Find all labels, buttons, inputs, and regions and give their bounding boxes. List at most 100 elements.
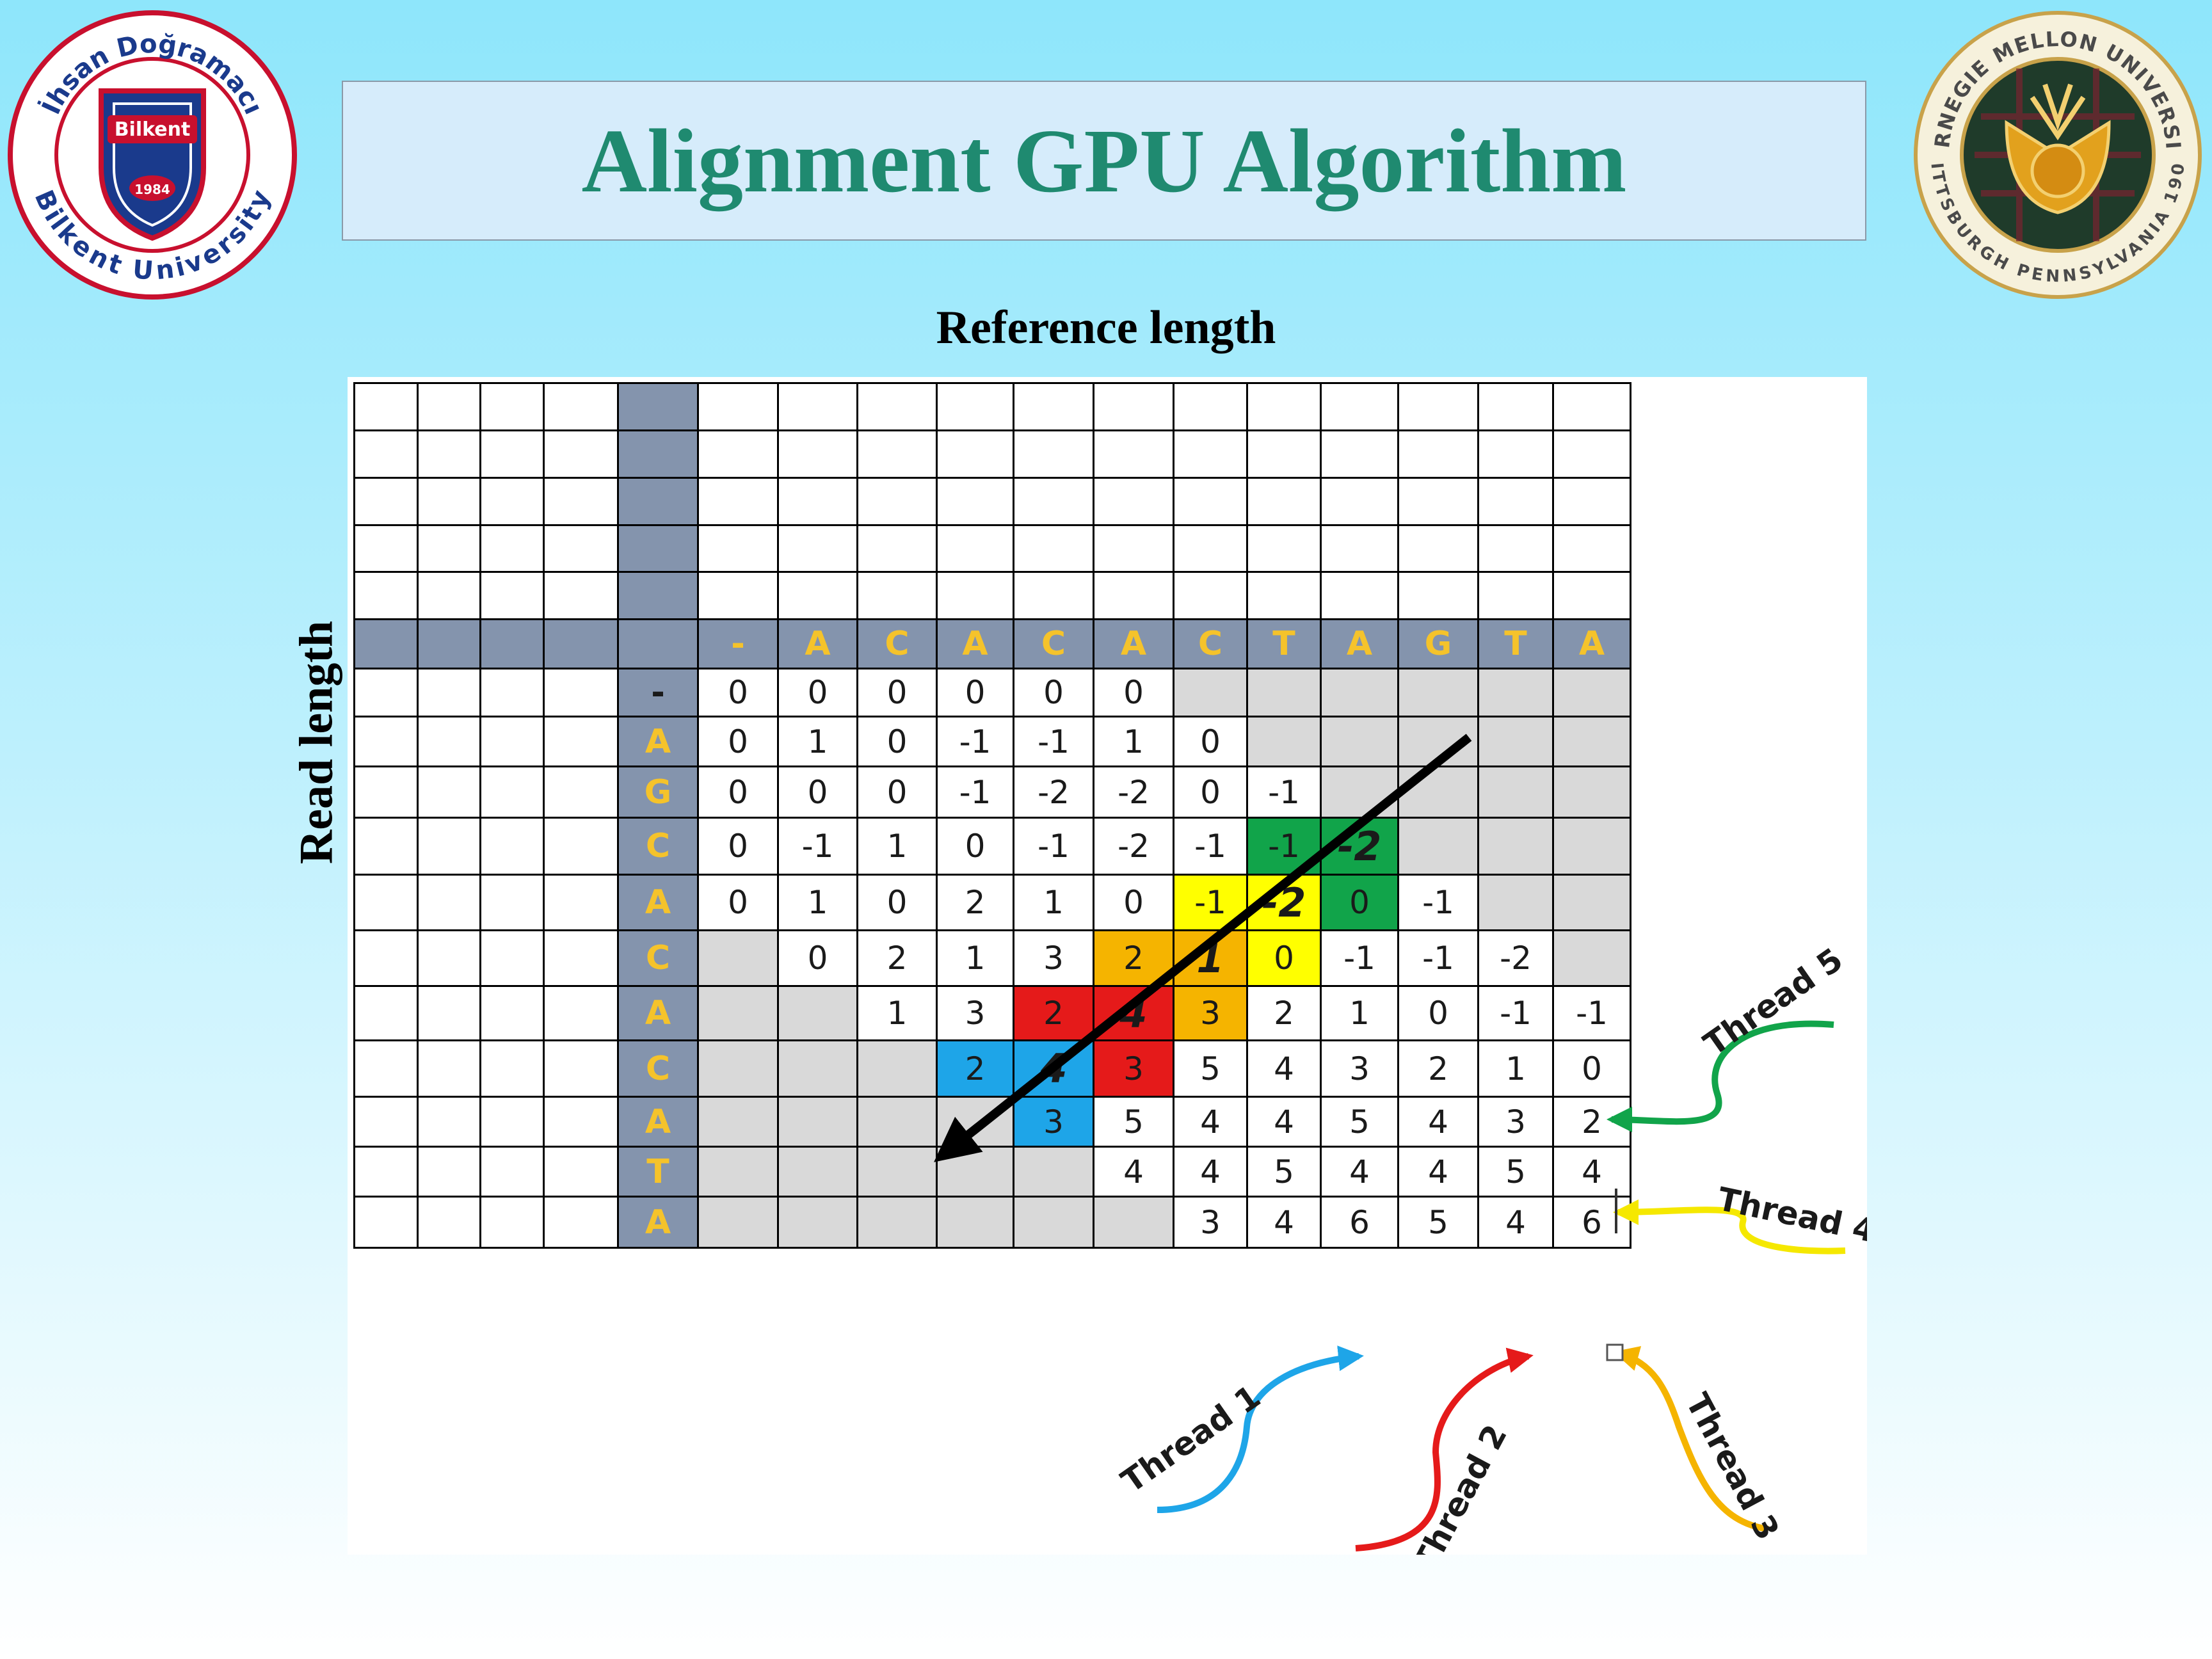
score-cell: 5: [1173, 1039, 1248, 1098]
empty-cell: [417, 668, 481, 717]
empty-cell: [1246, 571, 1322, 620]
title-banner: Alignment GPU Algorithm: [342, 81, 1866, 241]
empty-cell: [856, 382, 938, 431]
score-cell: [1397, 817, 1479, 876]
score-cell: [1320, 765, 1399, 819]
thread-2-label: Thread 2: [1406, 1419, 1514, 1555]
empty-cell: [1093, 524, 1174, 573]
empty-cell: [1477, 477, 1554, 526]
empty-cell: [936, 382, 1014, 431]
score-cell: 4: [1397, 1096, 1479, 1148]
empty-cell: [697, 524, 779, 573]
empty-cell: [543, 874, 619, 931]
score-cell: [697, 1039, 779, 1098]
score-cell: [1246, 716, 1322, 767]
empty-cell: [543, 1146, 619, 1198]
score-cell: 4: [1093, 1146, 1174, 1198]
empty-cell: [417, 571, 481, 620]
empty-cell: [479, 1196, 545, 1249]
score-cell: 6: [1320, 1196, 1399, 1249]
score-cell: -1: [1477, 985, 1554, 1041]
score-cell: [1552, 716, 1631, 767]
empty-cell: [1552, 477, 1631, 526]
score-cell: 1: [777, 874, 858, 931]
reference-base-6: C: [1173, 618, 1248, 669]
empty-cell: [1552, 429, 1631, 479]
score-cell: [1397, 765, 1479, 819]
reference-base-4: C: [1013, 618, 1094, 669]
score-cell: 1: [856, 817, 938, 876]
score-cell: [777, 1196, 858, 1249]
empty-cell: [1397, 477, 1479, 526]
thread-2-annotation: Thread 2: [1355, 1347, 1534, 1555]
score-cell: [1477, 817, 1554, 876]
empty-cell: [1093, 571, 1174, 620]
read-base-3: C: [617, 817, 699, 876]
score-cell: [697, 985, 779, 1041]
score-cell: -1: [936, 716, 1014, 767]
empty-cell: [417, 382, 481, 431]
empty-cell: [1552, 382, 1631, 431]
score-cell: 0: [856, 668, 938, 717]
header-cell: [617, 524, 699, 573]
header-cell: [617, 571, 699, 620]
thread-4-annotation: Thread 4: [1613, 1180, 1867, 1254]
score-cell: 0: [1552, 1039, 1631, 1098]
thread-5-label: Thread 5: [1697, 941, 1850, 1063]
empty-cell: [936, 524, 1014, 573]
empty-cell: [1320, 477, 1399, 526]
reference-base-10: T: [1477, 618, 1554, 669]
score-cell: [856, 1096, 938, 1148]
score-cell: -1: [1397, 929, 1479, 987]
score-cell: 5: [1093, 1096, 1174, 1148]
score-cell: 4: [1246, 1196, 1322, 1249]
empty-cell: [1397, 429, 1479, 479]
score-cell: 2: [1013, 985, 1094, 1041]
score-cell: -1: [1173, 817, 1248, 876]
empty-cell: [777, 382, 858, 431]
x-axis-label: Reference length: [936, 301, 1276, 354]
empty-cell: [936, 429, 1014, 479]
read-base-10: A: [617, 1196, 699, 1249]
score-cell: 5: [1477, 1146, 1554, 1198]
score-cell: 0: [936, 668, 1014, 717]
empty-cell: [777, 429, 858, 479]
empty-cell: [479, 985, 545, 1041]
header-cell: [479, 618, 545, 669]
empty-cell: [479, 1146, 545, 1198]
empty-cell: [1320, 429, 1399, 479]
score-cell: 0: [777, 765, 858, 819]
score-cell: -1: [1397, 874, 1479, 931]
empty-cell: [777, 524, 858, 573]
score-cell: 0: [697, 668, 779, 717]
empty-cell: [1397, 571, 1479, 620]
score-cell: 0: [1320, 874, 1399, 931]
carnegie-mellon-university-seal: CARNEGIE MELLON UNIVERSITY PITTSBURGH PE…: [1911, 8, 2202, 299]
score-cell: [1552, 668, 1631, 717]
score-cell: -1: [936, 765, 1014, 819]
score-cell: [1552, 874, 1631, 931]
score-cell: 0: [856, 765, 938, 819]
score-cell: -2: [1093, 817, 1174, 876]
score-cell: 5: [1397, 1196, 1479, 1249]
score-cell: 0: [777, 668, 858, 717]
score-cell: 0: [856, 874, 938, 931]
read-base-7: C: [617, 1039, 699, 1098]
thread-4-label: Thread 4: [1715, 1180, 1867, 1250]
score-cell: 3: [1093, 1039, 1174, 1098]
score-cell: -2: [1477, 929, 1554, 987]
slide-title: Alignment GPU Algorithm: [581, 110, 1627, 211]
empty-cell: [417, 524, 481, 573]
empty-cell: [417, 1196, 481, 1249]
empty-cell: [543, 1039, 619, 1098]
score-cell: 2: [936, 1039, 1014, 1098]
score-cell: 0: [1093, 874, 1174, 931]
thread-1-annotation: Thread 1: [1115, 1345, 1364, 1513]
empty-cell: [1013, 382, 1094, 431]
score-cell: [1093, 1196, 1174, 1249]
svg-text:1984: 1984: [134, 182, 170, 197]
score-cell: 2: [1093, 929, 1174, 987]
score-cell: 3: [1173, 1196, 1248, 1249]
empty-cell: [1477, 382, 1554, 431]
header-cell: [617, 477, 699, 526]
